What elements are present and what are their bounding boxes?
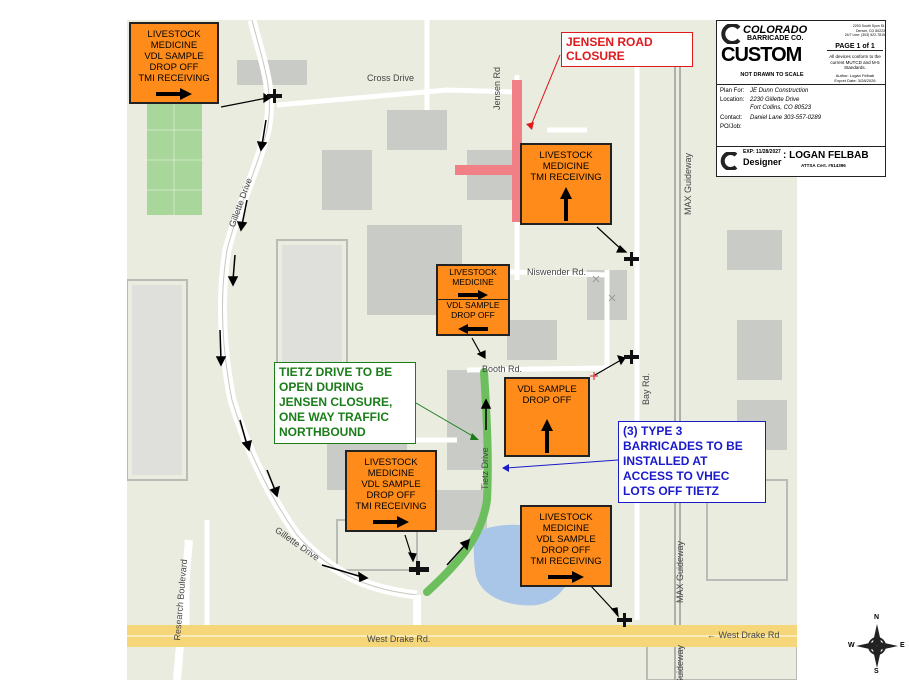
road-label-west-drake-rd-east-text: West Drake Rd bbox=[718, 630, 780, 640]
site-map: Cross Drive Jensen Rd Gillette Drive Gil… bbox=[127, 20, 797, 680]
sign-livestock-vdl-niswender: LIVESTOCK MEDICINE VDL SAMPLE DROP OFF bbox=[436, 264, 510, 336]
right-arrow-icon bbox=[548, 571, 584, 583]
divider bbox=[717, 146, 885, 147]
road-label-max-guideway-north: MAX Guideway bbox=[683, 152, 693, 215]
compass-s: S bbox=[874, 668, 879, 675]
left-arrow-icon bbox=[458, 324, 488, 334]
designer-label: Designer bbox=[743, 157, 782, 167]
company-name-line1: COLORADO bbox=[743, 24, 808, 36]
contact-value: Daniel Lane 303-557-0289 bbox=[750, 115, 822, 121]
author: Author: Logan Felbab bbox=[835, 73, 875, 78]
sign-text-top: LIVESTOCK MEDICINE bbox=[449, 267, 497, 287]
company-name-line2: BARRICADE CO. bbox=[747, 35, 804, 42]
compass-w: W bbox=[848, 642, 855, 649]
not-drawn-to-scale: NOT DRAWN TO SCALE bbox=[740, 72, 804, 78]
export-date: Export Date: 3/28/2026 bbox=[834, 78, 876, 83]
plan-for-value: JE Dunn Construction bbox=[750, 88, 809, 94]
sign-text: LIVESTOCK MEDICINE VDL SAMPLE DROP OFF T… bbox=[138, 29, 210, 84]
sign-livestock-vdl-tmi-se: LIVESTOCK MEDICINE VDL SAMPLE DROP OFF T… bbox=[520, 505, 612, 587]
location-label: Location: bbox=[720, 97, 745, 103]
road-label-bay-rd: Bay Rd. bbox=[641, 372, 651, 405]
sign-livestock-vdl-tmi-nw: LIVESTOCK MEDICINE VDL SAMPLE DROP OFF T… bbox=[129, 22, 219, 104]
right-arrow-icon bbox=[373, 516, 409, 528]
up-arrow-icon bbox=[560, 187, 572, 221]
designer-exp: EXP: 11/28/2027 bbox=[743, 149, 781, 155]
compass-rose: N S W E bbox=[848, 614, 905, 675]
compass-n: N bbox=[874, 614, 880, 621]
sign-text: LIVESTOCK MEDICINE VDL SAMPLE DROP OFF T… bbox=[355, 457, 427, 512]
company-logo: COLORADO BARRICADE CO. bbox=[721, 24, 829, 46]
road-label-niswender-rd: Niswender Rd. bbox=[527, 267, 587, 277]
west-arrow-icon: ← bbox=[707, 630, 716, 640]
compass-icon bbox=[856, 624, 898, 668]
location-line2: Fort Collins, CO 80523 bbox=[750, 105, 812, 111]
road-label-west-drake-rd: West Drake Rd. bbox=[367, 634, 431, 644]
road-label-jensen-rd: Jensen Rd bbox=[492, 66, 502, 110]
plan-for-label: Plan For: bbox=[720, 88, 745, 94]
road-label-max-guideway-south: MAX Guideway bbox=[675, 540, 685, 603]
designer-name: : LOGAN FELBAB bbox=[783, 150, 869, 161]
callout-jensen-road-closure: JENSEN ROAD CLOSURE bbox=[561, 32, 693, 67]
road-label-west-drake-rd-east: ← West Drake Rd bbox=[707, 630, 779, 640]
road-label-cross-drive: Cross Drive bbox=[367, 73, 415, 83]
title-block: COLORADO BARRICADE CO. 2293 South Syon S… bbox=[716, 20, 886, 177]
road-label-guideway-bottom: Guideway bbox=[675, 644, 685, 680]
company-address: 2293 South Syon St. Denver, CO 80223 24/… bbox=[844, 24, 885, 37]
up-arrow-icon bbox=[541, 419, 553, 453]
map-base bbox=[127, 20, 797, 680]
po-job-label: PO/Job: bbox=[720, 124, 742, 130]
right-arrow-icon bbox=[458, 290, 488, 300]
sign-vdl-sample-bay: VDL SAMPLE DROP OFF bbox=[504, 377, 590, 457]
page-number: PAGE 1 of 1 bbox=[827, 43, 883, 51]
conform-note: All devices conform to the current MUTCD… bbox=[829, 54, 881, 70]
contact-label: Contact: bbox=[720, 115, 743, 121]
callout-tietz-drive-open: TIETZ DRIVE TO BE OPEN DURING JENSEN CLO… bbox=[274, 362, 416, 444]
callout-type3-barricades: (3) TYPE 3 BARRICADES TO BE INSTALLED AT… bbox=[618, 421, 766, 503]
divider bbox=[717, 84, 885, 85]
road-label-booth-rd: Booth Rd. bbox=[482, 364, 523, 374]
sign-text-bottom: VDL SAMPLE DROP OFF bbox=[446, 300, 500, 320]
road-label-tietz-drive: Tietz Drive bbox=[480, 447, 490, 490]
custom-label: CUSTOM bbox=[721, 44, 802, 66]
sign-livestock-vdl-tmi-gillette: LIVESTOCK MEDICINE VDL SAMPLE DROP OFF T… bbox=[345, 450, 437, 532]
logo-c-icon bbox=[721, 24, 741, 44]
sign-text: LIVESTOCK MEDICINE VDL SAMPLE DROP OFF T… bbox=[530, 512, 602, 567]
sign-text: VDL SAMPLE DROP OFF bbox=[517, 384, 577, 406]
designer-cert: ATTSA Cert. #514396 bbox=[801, 163, 846, 168]
location-line1: 2230 Gillette Drive bbox=[750, 97, 800, 103]
sign-livestock-tmi-jensen: LIVESTOCK MEDICINE TMI RECEIVING bbox=[520, 143, 612, 225]
sign-text: LIVESTOCK MEDICINE TMI RECEIVING bbox=[530, 150, 602, 183]
right-arrow-icon bbox=[156, 88, 192, 100]
compass-e: E bbox=[900, 642, 905, 649]
designer-logo-icon bbox=[720, 152, 738, 170]
